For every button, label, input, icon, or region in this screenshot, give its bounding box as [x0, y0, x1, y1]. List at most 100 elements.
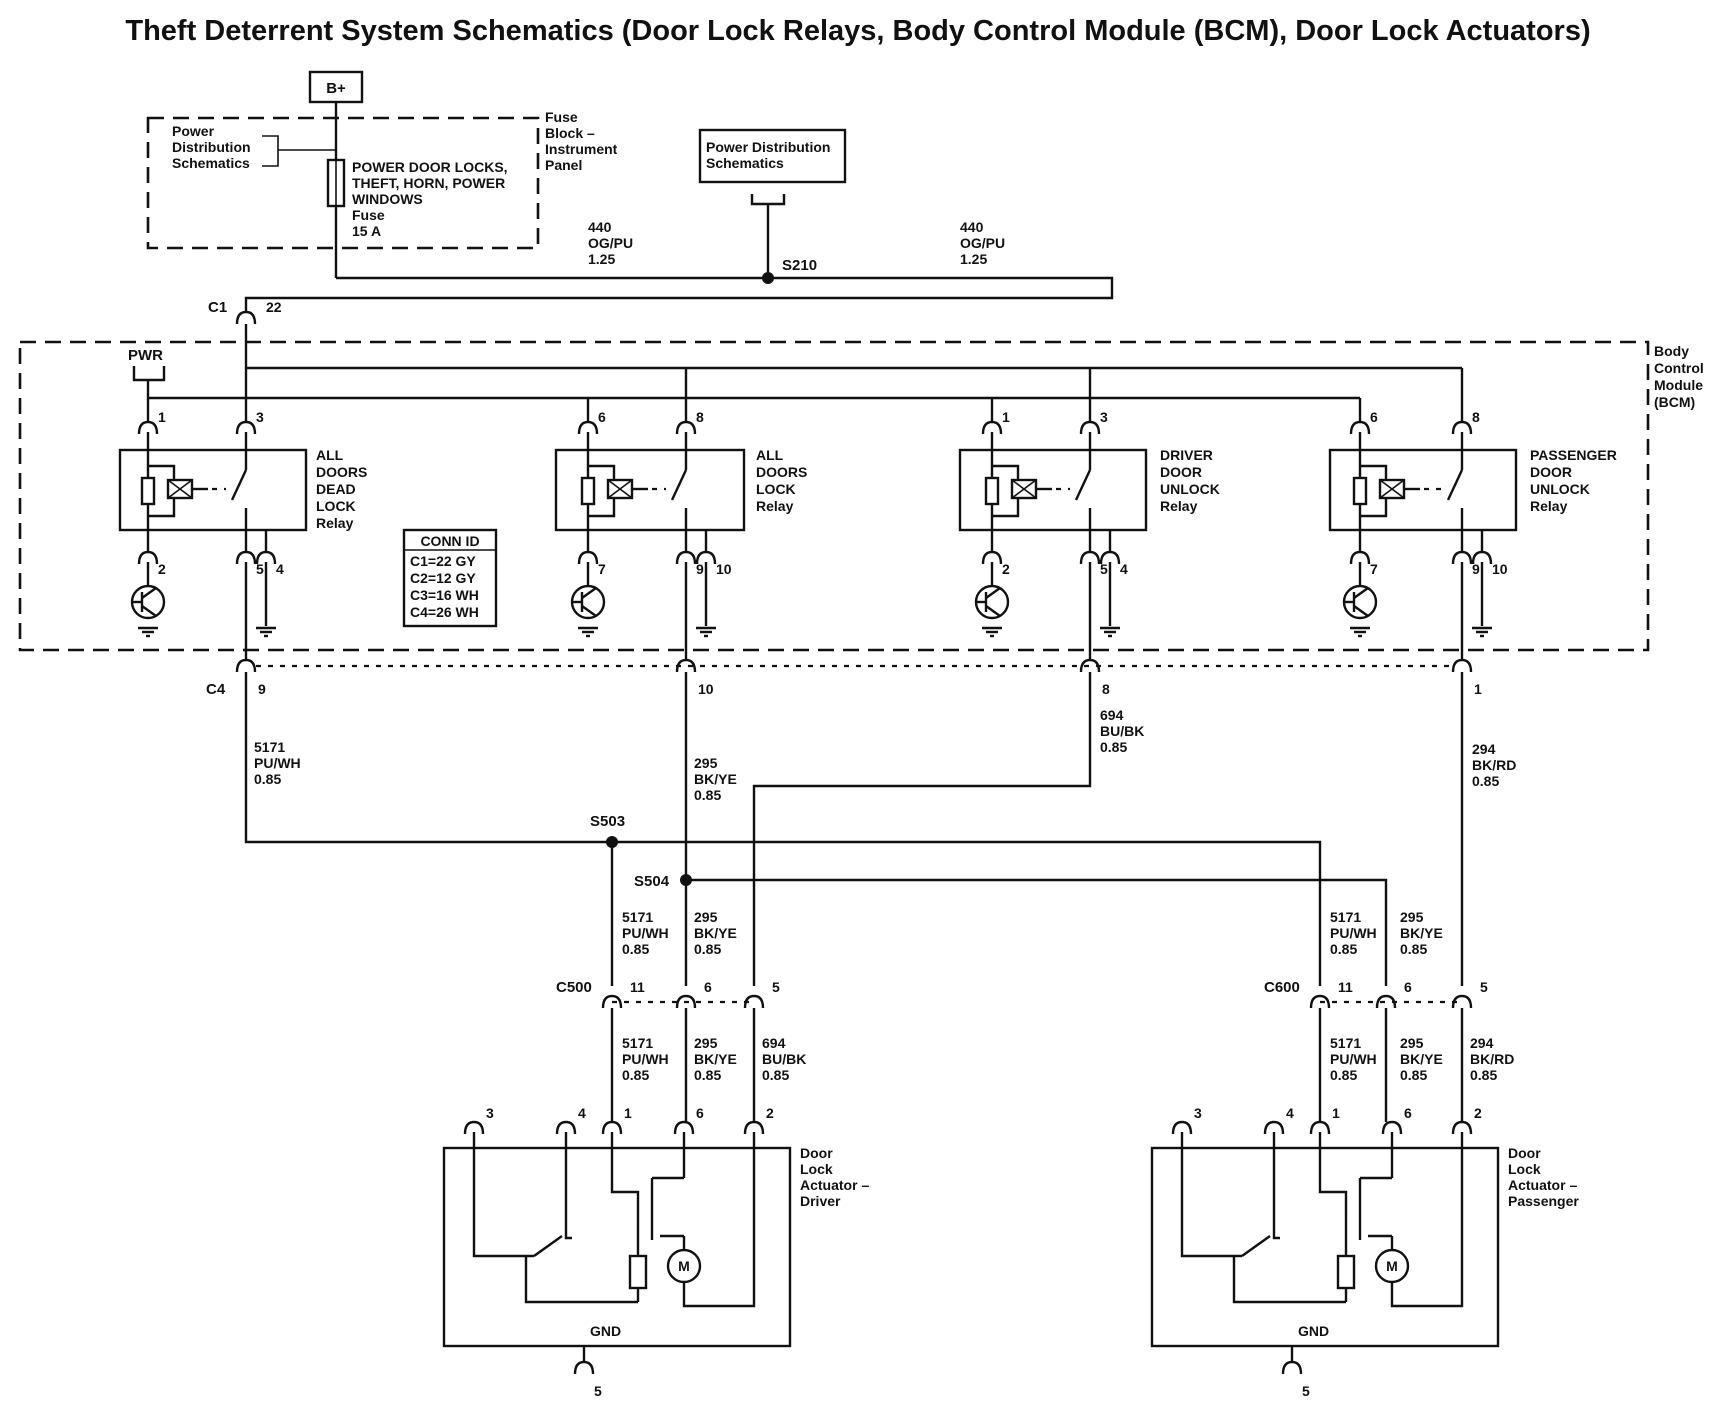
actuator-1-terminal [463, 1120, 485, 1135]
conn-id-row: C4=26 WH [410, 604, 479, 620]
c1-label: C1 [208, 299, 227, 316]
relay-2-ground [696, 626, 716, 638]
wire-5171-label: 0.85 [622, 941, 649, 957]
relay-1-terminal [255, 550, 277, 565]
wire-295-label: 0.85 [1400, 1067, 1427, 1083]
relay-4-pin-label: 10 [1492, 561, 1508, 577]
relay-2-ground [578, 626, 598, 638]
wire-295-label: 0.85 [1400, 941, 1427, 957]
actuator-2-terminal [1171, 1120, 1193, 1135]
actuator-1-pin-label: 2 [766, 1105, 774, 1121]
c500-pin: 11 [630, 979, 645, 995]
relay-4-terminal [1471, 550, 1493, 565]
relay-4-ground [1350, 626, 1370, 638]
wire-5171-label: PU/WH [1330, 1051, 1377, 1067]
wire-295-label: BK/YE [1400, 1051, 1443, 1067]
wire-440-bus [244, 276, 1114, 312]
connector-c500-terminal [601, 994, 623, 1009]
s503-label: S503 [590, 813, 625, 830]
actuator-1-terminal [555, 1120, 577, 1135]
wire-694-label: 694 [762, 1035, 786, 1051]
relay-2-terminal [577, 550, 599, 565]
wire-294-label: 0.85 [1470, 1067, 1497, 1083]
power-dist-ref-label: Distribution [172, 139, 251, 155]
actuator-2-pin-label: 4 [1286, 1105, 1294, 1121]
fuse-block-label: Fuse [545, 109, 578, 125]
relay-1-ground [138, 626, 158, 638]
actuator-1-terminal [673, 1120, 695, 1135]
connector-c600-terminal [1451, 994, 1473, 1009]
relay-3-ground [1100, 626, 1120, 638]
relay-1-ground [256, 626, 276, 638]
wire-295-label: 295 [694, 1035, 718, 1051]
relay-4-label: Relay [1530, 498, 1568, 514]
wire-5171-label: 0.85 [622, 1067, 649, 1083]
c600-pin: 6 [1404, 979, 1412, 995]
s210-label: S210 [782, 257, 817, 274]
relay-3-pin-label: 4 [1120, 561, 1128, 577]
relay-2-c4-pin: 10 [698, 681, 714, 697]
relay-2-terminal [675, 420, 697, 435]
actuator-1-box [442, 1146, 792, 1348]
relay-4-resistor [1352, 476, 1368, 506]
actuator-2-switch-blade [1241, 1235, 1271, 1257]
actuator-2-label: Lock [1508, 1161, 1541, 1177]
c600-pin: 5 [1480, 979, 1488, 995]
fuse-label: 15 A [352, 223, 381, 239]
relay-4-pin-label: 8 [1472, 409, 1480, 425]
actuator-1-gnd-path [524, 1256, 638, 1304]
wire-694 [752, 672, 1092, 986]
c1-pin-label: 22 [266, 299, 282, 315]
wire-440-label-left: 1.25 [588, 251, 615, 267]
pwr-bracket [132, 366, 166, 382]
connector-c500-terminal [675, 994, 697, 1009]
actuator-1-terminal [743, 1120, 765, 1135]
bcm-label: Module [1654, 377, 1703, 393]
actuator-1-pin-label: 4 [578, 1105, 586, 1121]
wire-440-label-left: OG/PU [588, 235, 633, 251]
connector-c600-terminal [1375, 994, 1397, 1009]
relay-4-terminal [1349, 550, 1371, 565]
conn-id-row: C1=22 GY [410, 553, 476, 569]
actuator-2-gnd-path [1232, 1256, 1346, 1304]
actuator-1-label: Lock [800, 1161, 833, 1177]
relay-2-pin-label: 8 [696, 409, 704, 425]
relay-2-label: LOCK [756, 481, 796, 497]
relay-4-terminal [1451, 420, 1473, 435]
wire-5171-label: 5171 [622, 909, 653, 925]
relay-2-label: ALL [756, 447, 784, 463]
relay-3-label: DOOR [1160, 464, 1202, 480]
relay-1-pin-label: 1 [158, 409, 166, 425]
actuator-2-motor-label: M [1386, 1258, 1398, 1274]
actuator-1-gnd-label: GND [590, 1323, 621, 1339]
actuator-2-pin-label: 6 [1404, 1105, 1412, 1121]
s504-label: S504 [634, 873, 670, 890]
actuator-1-switch-wire [472, 1148, 534, 1258]
wire-294-label: 294 [1472, 741, 1496, 757]
wire-5171-label: PU/WH [622, 925, 669, 941]
relay-2-pin-label: 9 [696, 561, 704, 577]
actuator-2-pin-label: 3 [1194, 1105, 1202, 1121]
wire-295-label: 295 [1400, 909, 1424, 925]
wire-5171-label: PU/WH [1330, 925, 1377, 941]
fuse-label: Fuse [352, 207, 385, 223]
relay-1-c4-pin: 9 [258, 681, 266, 697]
actuator-2-motor-wire [1318, 1148, 1348, 1220]
relay-1-label: LOCK [316, 498, 356, 514]
relay-3-label: Relay [1160, 498, 1198, 514]
actuator-2-terminal [1451, 1120, 1473, 1135]
relay-1-pin-label: 4 [276, 561, 284, 577]
relay-1-label: Relay [316, 515, 354, 531]
transistor-collector [985, 587, 1001, 599]
actuator-1-switch-wire [564, 1148, 572, 1240]
bcm-label: (BCM) [1654, 394, 1695, 410]
wire-694-label: BU/BK [1100, 723, 1144, 739]
c4-label: C4 [206, 681, 226, 698]
actuator-1-motor-label: M [678, 1258, 690, 1274]
fuse-block-label: Block – [545, 125, 595, 141]
relay-3-terminal [1099, 550, 1121, 565]
relay-2-terminal [577, 420, 599, 435]
actuator-2-switch-wire [1180, 1148, 1242, 1258]
actuator-2-motor-return [1390, 1148, 1464, 1308]
actuator-2-label: Passenger [1508, 1193, 1579, 1209]
